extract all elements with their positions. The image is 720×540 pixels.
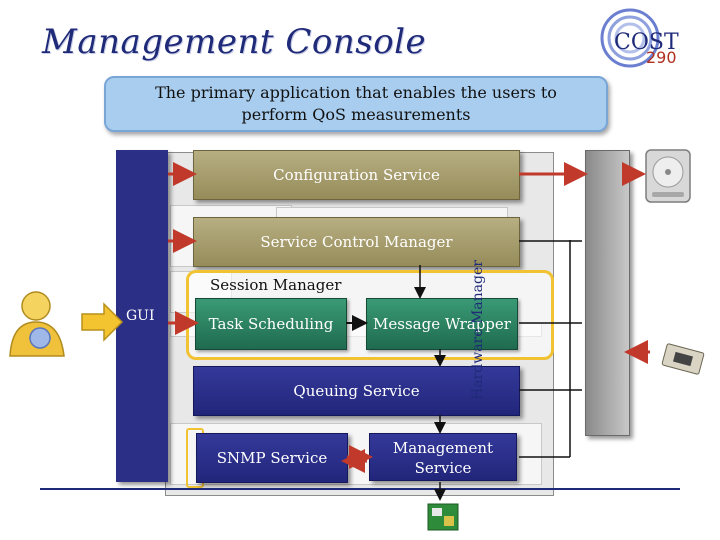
subtitle-line-1: The primary application that enables the…	[155, 83, 557, 102]
footer-rule	[40, 488, 680, 490]
service-control-manager-box: Service Control Manager	[193, 217, 520, 267]
snmp-service-box: SNMP Service	[196, 433, 348, 483]
subtitle-bubble: The primary application that enables the…	[104, 76, 608, 132]
configuration-service-box: Configuration Service	[193, 150, 520, 200]
cost-logo	[600, 8, 660, 68]
page-title: Management Console	[42, 22, 427, 62]
network-card-icon	[427, 503, 459, 531]
gui-label: GUI	[126, 308, 155, 324]
message-wrapper-box: Message Wrapper	[366, 298, 518, 350]
user-arrow-icon	[81, 302, 124, 342]
gui-bar	[116, 150, 168, 482]
user-icon	[9, 291, 65, 357]
task-scheduling-box: Task Scheduling	[195, 298, 347, 350]
queuing-service-box: Queuing Service	[193, 366, 520, 416]
hard-disk-icon	[645, 149, 691, 203]
management-service-line-1: Management	[392, 439, 494, 457]
logo-number: 290	[646, 48, 677, 67]
hardware-chip-icon	[661, 343, 705, 375]
logo-text: COST	[614, 30, 679, 55]
management-service-line-2: Service	[414, 459, 472, 477]
session-manager-label: Session Manager	[210, 276, 342, 294]
hardware-manager-bar	[585, 150, 630, 436]
subtitle-line-2: perform QoS measurements	[241, 105, 471, 124]
